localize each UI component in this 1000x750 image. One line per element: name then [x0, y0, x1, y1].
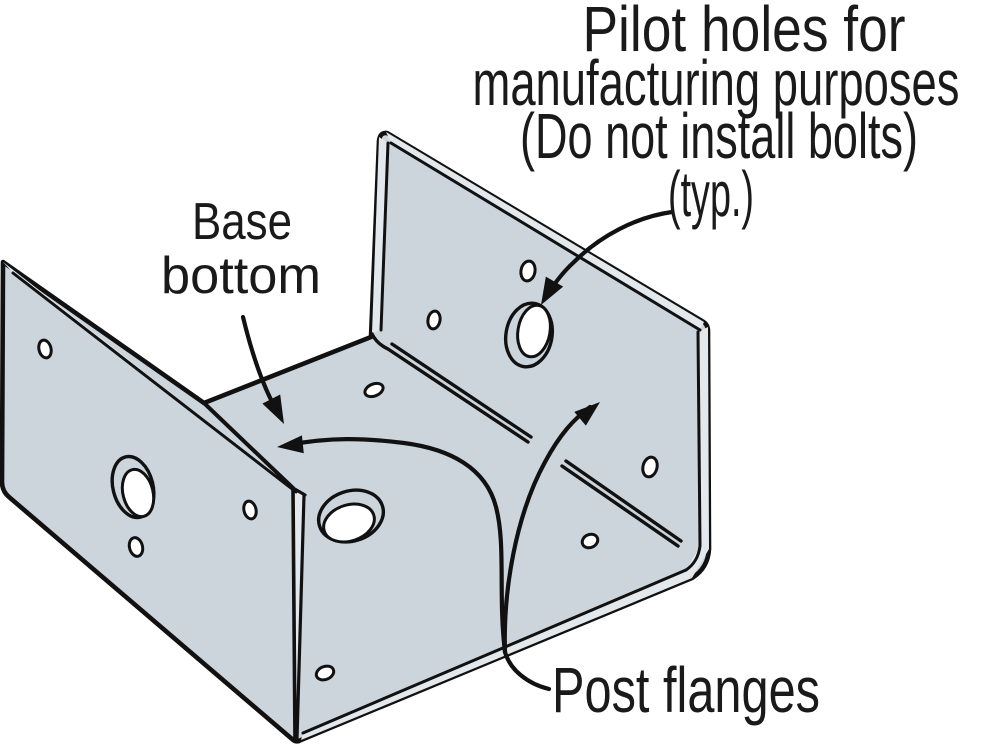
left-flange-edge-connector [291, 486, 307, 497]
bolt-hole-left-inner [120, 467, 156, 519]
right-flange-right-edge-inner-line [684, 330, 702, 572]
bend-line-a2 [390, 342, 533, 439]
arrowhead-base-bottom [262, 394, 284, 424]
bracket-body [0, 130, 712, 744]
right-flange-top-edge-inner-line [389, 141, 702, 332]
leader-line-post-flanges-right [502, 404, 593, 655]
interior-edges [11, 141, 702, 742]
label-post-flanges: Post flanges [552, 654, 820, 726]
right-flange-right-edge-face [686, 327, 709, 578]
arrowhead-pilot-holes [541, 276, 564, 305]
right-flange-end-edge-face [372, 137, 388, 333]
pilot-hole-base-2 [314, 664, 336, 682]
pilot-hole-right-1 [519, 259, 537, 283]
left-flange-top-edge-outer-line [202, 401, 295, 490]
base-bottom-holes [314, 381, 386, 682]
left-flange-top-edge-inner-line [11, 271, 298, 494]
bend-line-a1 [386, 347, 530, 444]
right-flange-top-edge-face [386, 132, 704, 330]
flange-base-corner-line [370, 332, 390, 351]
annotations [240, 209, 675, 692]
arrowhead-post-flange-right [574, 402, 600, 426]
base-front-edge-face [301, 570, 692, 740]
left-flange-end-edge-line-b [295, 493, 306, 741]
pilot-hole-left-2 [127, 536, 145, 558]
pilot-hole-right-3 [641, 455, 659, 479]
labels: Pilot holes for manufacturing purposes (… [161, 0, 960, 726]
arrowhead-post-flange-left [277, 435, 304, 454]
label-pilot-holes-line3: (Do not install bolts) [520, 100, 918, 172]
pilot-hole-left-1 [37, 338, 53, 360]
right-flange-holes [426, 259, 659, 550]
label-pilot-holes-line2: manufacturing purposes [473, 47, 960, 119]
label-pilot-holes-line4: (typ.) [668, 158, 754, 230]
bend-line-b1 [560, 464, 680, 548]
bolt-hole-right-outer [503, 301, 555, 369]
bolt-hole-right-inner [516, 303, 552, 359]
pilot-hole-base-1 [363, 381, 385, 399]
pilot-hole-right-2 [426, 309, 442, 331]
base-front-edge-inner-line [301, 568, 688, 735]
bolt-hole-base-inner [322, 502, 376, 544]
leader-line-post-flanges-left [285, 437, 508, 655]
label-base-bottom-line2: bottom [161, 247, 321, 305]
left-flange-end-edge-line-a [291, 487, 297, 742]
pilot-hole-right-4 [580, 532, 600, 550]
right-flange-end-edge-inner-line [379, 141, 390, 332]
label-pilot-holes-line1: Pilot holes for [583, 0, 906, 65]
label-base-bottom-line1: Base [192, 193, 292, 251]
leader-line-post-flanges-stem [502, 649, 552, 692]
bend-line-b2 [564, 459, 683, 543]
pilot-hole-left-3 [242, 499, 258, 521]
left-flange-holes [37, 338, 258, 558]
